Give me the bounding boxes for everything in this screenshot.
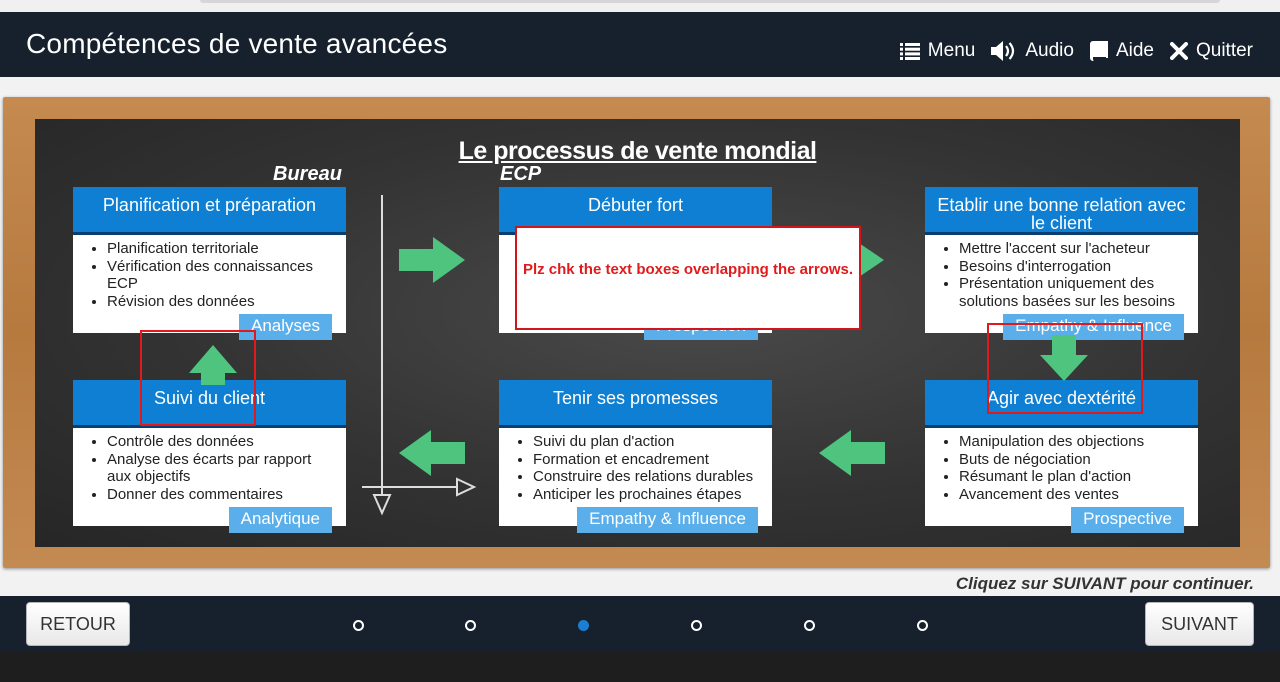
help-button[interactable]: Aide <box>1089 40 1154 62</box>
card-suivi-client: Suivi du client Contrôle des données Ana… <box>73 380 346 533</box>
speaker-icon <box>991 41 1017 61</box>
card-tag: Empathy & Influence <box>577 507 758 533</box>
audio-label: Audio <box>1025 40 1074 61</box>
axis-arrows <box>362 195 477 516</box>
list-item: Mettre l'accent sur l'acheteur <box>959 240 1190 258</box>
quit-label: Quitter <box>1195 40 1253 61</box>
page-dot-1[interactable] <box>353 620 364 631</box>
address-bar-edge <box>200 0 1220 3</box>
list-item: Manipulation des objections <box>959 433 1190 451</box>
card-tag: Empathy & Influence <box>1003 314 1184 340</box>
back-button[interactable]: RETOUR <box>26 602 130 646</box>
arrow-up-icon <box>189 345 237 385</box>
list-item: Analyse des écarts par rapport aux objec… <box>107 451 338 486</box>
card-title: Suivi du client <box>73 380 346 428</box>
list-item: Résumant le plan d'action <box>959 468 1190 486</box>
arrow-right-icon <box>399 237 465 283</box>
card-list: Planification territoriale Vérification … <box>73 235 346 310</box>
list-item: Buts de négociation <box>959 451 1190 469</box>
arrow-left-icon <box>399 430 465 476</box>
card-title: Etablir une bonne relation avec le clien… <box>925 187 1198 235</box>
card-list: Suivi du plan d'action Formation et enca… <box>499 428 772 503</box>
page-dot-4[interactable] <box>691 620 702 631</box>
list-item: Besoins d'interrogation <box>959 258 1190 276</box>
chalkboard-frame: Le processus de vente mondial Bureau ECP… <box>3 97 1270 568</box>
book-icon <box>1089 41 1108 61</box>
list-item: Formation et encadrement <box>533 451 764 469</box>
card-tag: Prospective <box>1071 507 1184 533</box>
menu-label: Menu <box>927 40 976 61</box>
list-item: Vérification des connaissances ECP <box>107 258 338 293</box>
board-title: Le processus de vente mondial <box>458 137 817 165</box>
label-bureau: Bureau <box>273 163 342 185</box>
menu-button[interactable]: Menu <box>899 40 976 62</box>
list-item: Planification territoriale <box>107 240 338 258</box>
list-item: Anticiper les prochaines étapes <box>533 486 764 504</box>
list-icon <box>899 42 920 60</box>
review-highlight-box <box>140 330 256 426</box>
top-strip <box>0 0 1280 12</box>
card-dexterite: Agir avec dextérité Manipulation des obj… <box>925 380 1198 533</box>
slide-content: Le processus de vente mondial Bureau ECP… <box>0 77 1280 596</box>
top-nav: Menu Audio Aide Quitter <box>899 40 1253 62</box>
help-label: Aide <box>1115 40 1154 61</box>
arrow-down-icon <box>1040 335 1088 381</box>
list-item: Donner des commentaires <box>107 486 338 504</box>
header: Compétences de vente avancées Menu Audio… <box>0 12 1280 77</box>
continue-instruction: Cliquez sur SUIVANT pour continuer. <box>955 574 1254 593</box>
review-note: Plz chk the text boxes overlapping the a… <box>515 226 861 330</box>
next-button[interactable]: SUIVANT <box>1145 602 1254 646</box>
list-item: Construire des relations durables <box>533 468 764 486</box>
card-planification: Planification et préparation Planificati… <box>73 187 346 340</box>
card-list: Manipulation des objections Buts de négo… <box>925 428 1198 503</box>
course-title: Compétences de vente avancées <box>26 28 448 59</box>
label-ecp: ECP <box>500 163 542 185</box>
card-tag: Analytique <box>228 507 332 533</box>
list-item: Révision des données <box>107 293 338 311</box>
page-dot-5[interactable] <box>804 620 815 631</box>
page-dot-3[interactable] <box>578 620 589 631</box>
list-item: Suivi du plan d'action <box>533 433 764 451</box>
audio-button[interactable]: Audio <box>991 40 1074 62</box>
close-icon <box>1169 42 1188 60</box>
page-dot-2[interactable] <box>465 620 476 631</box>
list-item: Contrôle des données <box>107 433 338 451</box>
card-list: Contrôle des données Analyse des écarts … <box>73 428 346 503</box>
card-title: Agir avec dextérité <box>925 380 1198 428</box>
card-title: Tenir ses promesses <box>499 380 772 428</box>
card-relation-client: Etablir une bonne relation avec le clien… <box>925 187 1198 340</box>
card-tag: Analyses <box>239 314 332 340</box>
review-highlight-box <box>987 323 1143 414</box>
list-item: Présentation uniquement des solutions ba… <box>959 275 1190 310</box>
chalkboard: Le processus de vente mondial Bureau ECP… <box>35 119 1240 547</box>
arrow-left-icon <box>819 430 885 476</box>
list-item: Avancement des ventes <box>959 486 1190 504</box>
card-title: Planification et préparation <box>73 187 346 235</box>
card-tenir-promesses: Tenir ses promesses Suivi du plan d'acti… <box>499 380 772 533</box>
footer: RETOUR SUIVANT <box>0 596 1280 652</box>
card-list: Mettre l'accent sur l'acheteur Besoins d… <box>925 235 1198 310</box>
page-dot-6[interactable] <box>917 620 928 631</box>
bottom-bar <box>0 652 1280 682</box>
quit-button[interactable]: Quitter <box>1169 40 1253 62</box>
